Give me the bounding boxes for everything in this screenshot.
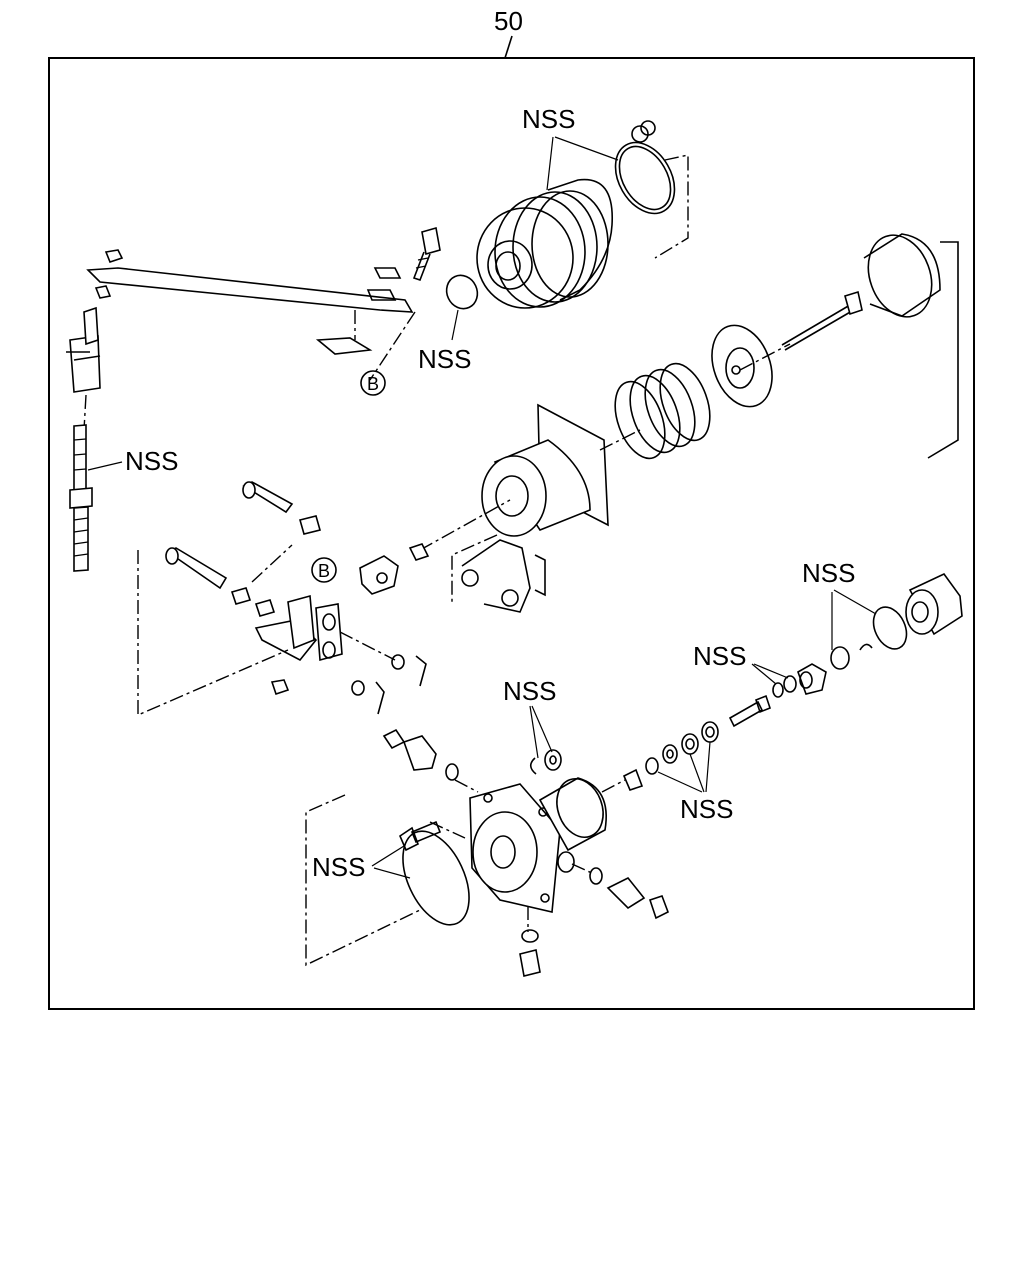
nss-flange-leader-b <box>373 867 411 879</box>
o-ring-valve-large <box>872 606 908 650</box>
washers-cotter-pins <box>351 654 427 715</box>
flange-oring <box>402 830 470 926</box>
endcap-bracket <box>927 241 959 459</box>
bushing-upper <box>299 515 321 535</box>
banjo-clip <box>529 749 562 775</box>
nss-clip-leader-a <box>529 705 539 759</box>
nut-top-left <box>94 249 124 299</box>
ref-b-circle-top <box>360 370 386 396</box>
ref-b-leader <box>369 311 416 381</box>
valve-axis-line <box>601 779 626 793</box>
nss-label-seals-mid: NSS <box>693 641 746 671</box>
nss-lower-leader-a <box>657 771 703 793</box>
callout-leader <box>504 35 513 59</box>
ref-b-label-top: B <box>367 374 379 394</box>
cylinder-flange <box>481 403 609 537</box>
bushing-lower-b <box>254 599 276 617</box>
nss-lower-leader-b <box>689 753 705 793</box>
diagram-frame <box>48 57 975 1010</box>
pin-lower <box>165 547 228 590</box>
seal-ring-a <box>783 675 797 693</box>
nss-flange-leader-a <box>371 845 405 867</box>
valve-body <box>469 777 607 913</box>
nss-right-leader-b <box>833 589 877 615</box>
nss-label-cable: NSS <box>125 446 178 476</box>
axis-line-mid <box>599 429 641 451</box>
axis-line-nut <box>419 499 511 551</box>
valve-bolt <box>728 694 771 728</box>
pin-leader <box>251 544 293 583</box>
hose-clamp <box>614 120 676 215</box>
valve-fitting <box>797 663 827 695</box>
nss-mid-leader-a <box>751 663 777 685</box>
outlet-axis-line <box>571 863 595 875</box>
lever-yoke <box>254 594 343 662</box>
o-ring-valve-small <box>830 646 850 670</box>
bushing-lower-a <box>230 587 252 605</box>
seal-ring-b <box>772 682 784 698</box>
mounting-bolt <box>412 226 441 282</box>
nss-clip-leader-b <box>531 705 553 753</box>
nut-yoke <box>270 679 290 696</box>
nss-cable-leader <box>87 461 123 471</box>
flange-axis-line <box>429 821 466 839</box>
nss-label-seals-lower: NSS <box>680 794 733 824</box>
flange-bolt <box>399 820 442 852</box>
ref-b-circle-mid <box>311 557 337 583</box>
nss-oring-leader <box>451 309 459 341</box>
nss-label-flange: NSS <box>312 852 365 882</box>
yoke-bracket-line <box>137 550 289 717</box>
nss-lower-leader-c <box>705 741 711 793</box>
return-spring <box>614 362 711 460</box>
control-cable <box>69 424 93 572</box>
inlet-axis-line <box>454 779 479 793</box>
nss-label-oring: NSS <box>418 344 471 374</box>
valve-plug-small <box>622 768 644 791</box>
pin-axis-line <box>339 631 396 661</box>
valve-cap <box>905 572 963 636</box>
mounting-plate <box>86 267 414 355</box>
pin-upper <box>242 481 294 514</box>
end-cap <box>863 233 941 318</box>
nss-label-valve-right: NSS <box>802 558 855 588</box>
axis-line-rod <box>739 343 791 371</box>
seal-stack <box>645 721 719 775</box>
nss-label-housing: NSS <box>522 104 575 134</box>
small-bracket-line <box>451 534 498 605</box>
small-bracket <box>461 539 546 613</box>
o-ring-housing <box>445 274 479 310</box>
adjusting-block <box>359 555 399 595</box>
cable-centerline <box>83 394 87 431</box>
spring-clip-small <box>859 643 873 651</box>
nss-label-clip: NSS <box>503 676 556 706</box>
ref-b-label-mid: B <box>318 561 330 581</box>
bleeder-fitting <box>519 929 541 977</box>
push-rod <box>781 290 863 351</box>
nss-mid-leader-b <box>753 663 789 679</box>
outlet-fitting <box>589 867 670 920</box>
nss-top-leader-b <box>554 136 619 161</box>
nut-mid <box>408 543 430 561</box>
diaphragm-plate <box>711 324 773 408</box>
clamp-bracket-line <box>654 154 689 259</box>
inlet-fitting <box>382 728 459 781</box>
nss-top-leader-a <box>546 136 554 191</box>
booster-housing <box>476 178 613 309</box>
flange-bracket-line <box>305 794 421 967</box>
callout-number: 50 <box>494 6 523 36</box>
clevis-fork <box>66 306 101 393</box>
